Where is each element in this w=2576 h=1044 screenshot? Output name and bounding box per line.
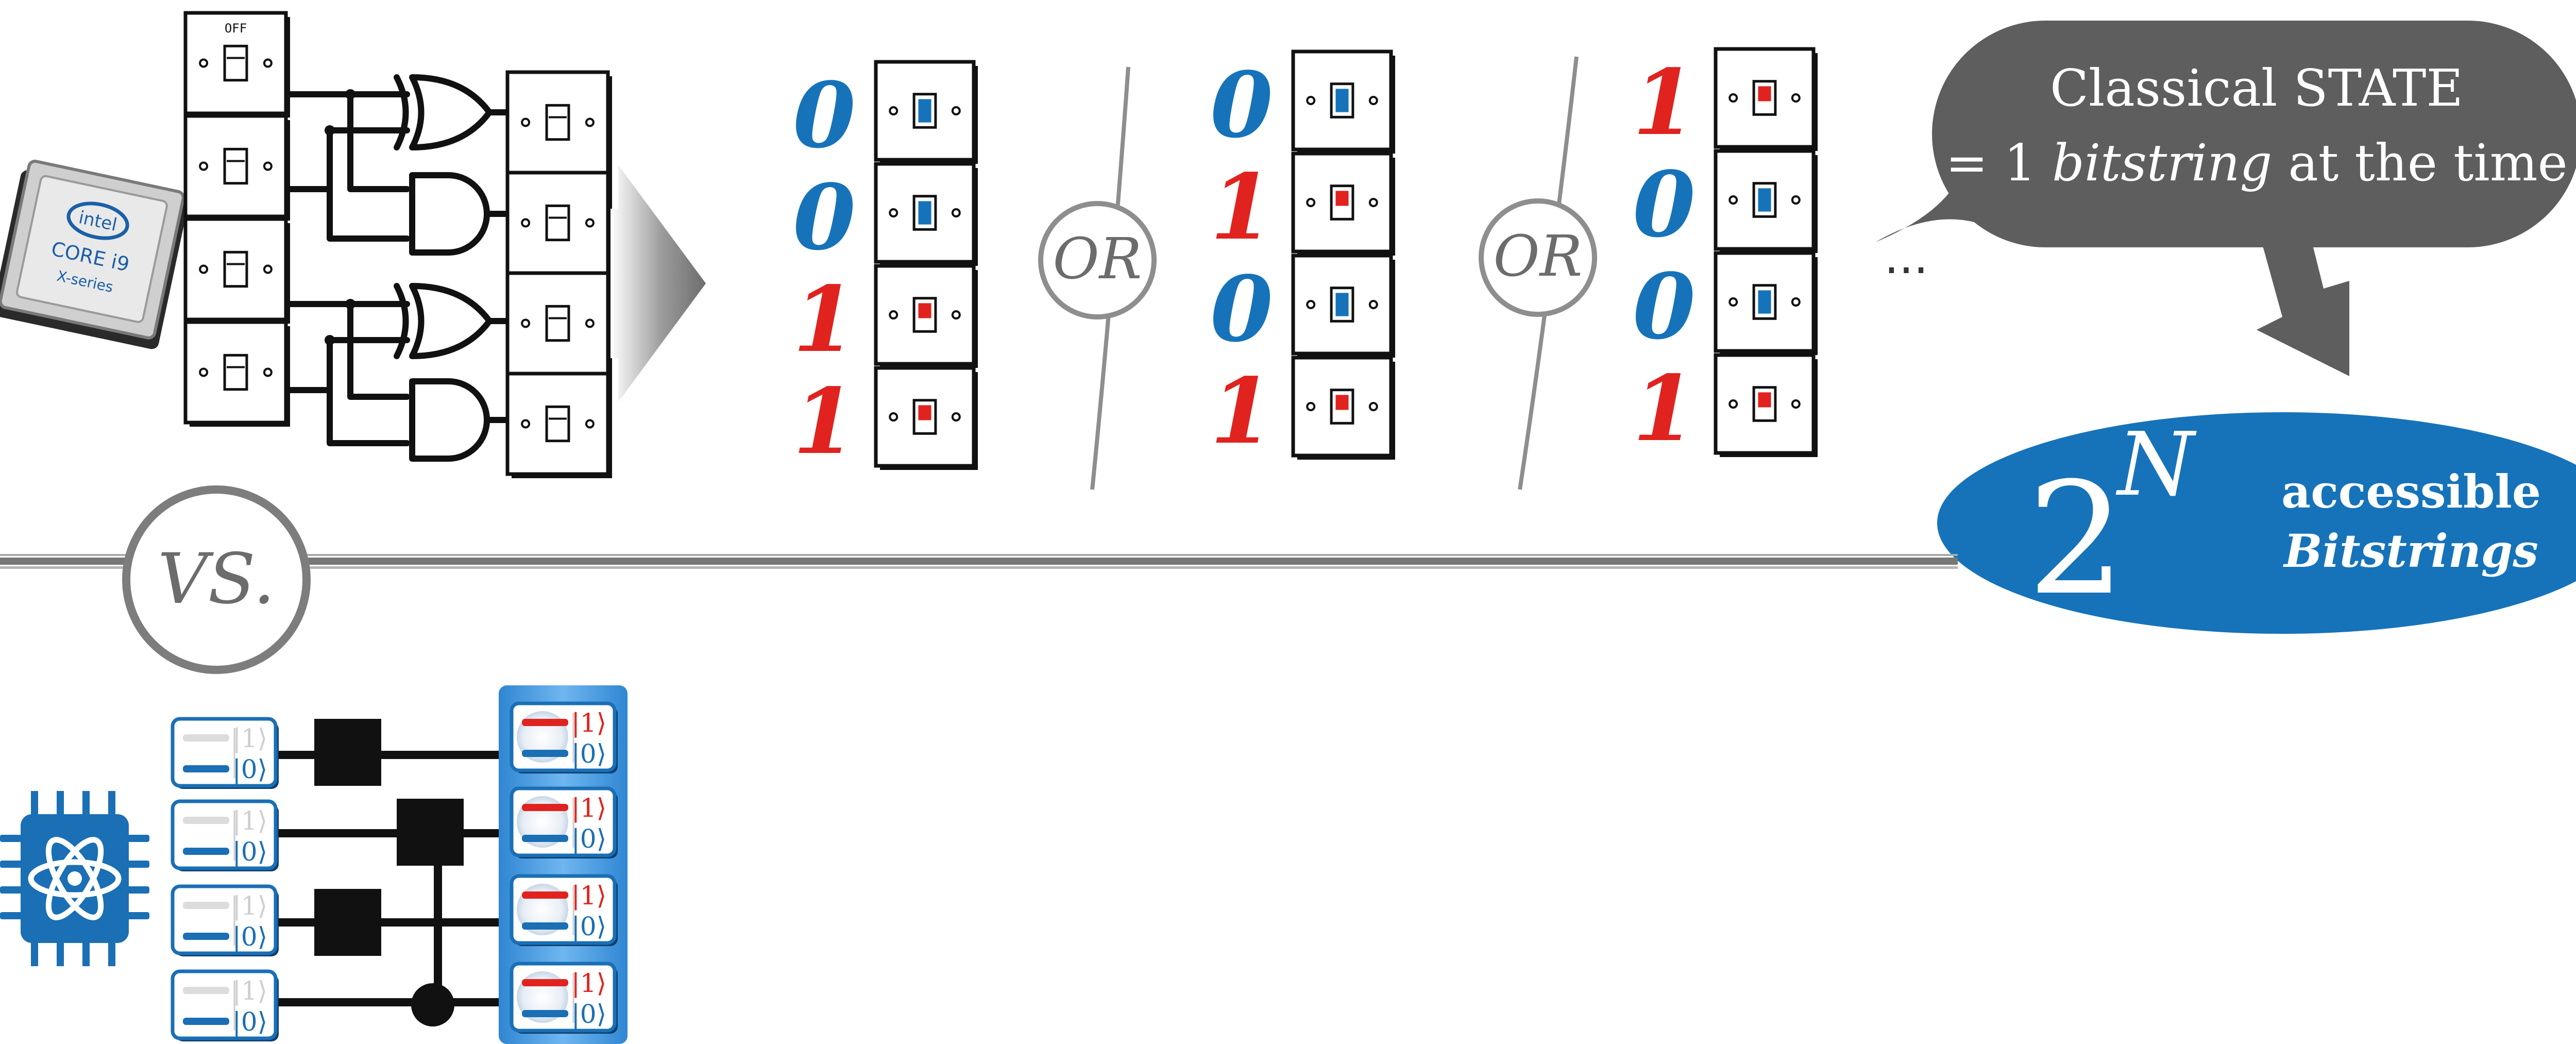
light-switch-icon bbox=[1293, 358, 1395, 460]
versus-badge: VS. bbox=[126, 490, 307, 670]
bit-value: 0 bbox=[793, 165, 856, 271]
bit-value: 0 bbox=[1633, 152, 1696, 258]
quantum-gate bbox=[314, 719, 381, 786]
ellipsis-text: ... bbox=[1884, 230, 1928, 284]
ket-zero-label: |0⟩ bbox=[232, 754, 267, 784]
qubit-tile-icon: |1⟩|0⟩ bbox=[173, 886, 279, 956]
ket-zero-label: |0⟩ bbox=[232, 837, 267, 867]
light-switch-icon bbox=[507, 173, 612, 277]
bubble-line-2: = 1 bitstring at the time bbox=[1945, 134, 2567, 193]
light-switch-icon bbox=[1716, 49, 1818, 151]
light-switch-icon bbox=[185, 322, 290, 427]
ket-zero-label: |0⟩ bbox=[571, 824, 606, 854]
bitstrings-label: Bitstrings bbox=[2282, 524, 2538, 578]
ket-one-label: |1⟩ bbox=[232, 723, 267, 753]
classical-state-bubble: Classical STATE = 1 bitstring at the tim… bbox=[1875, 21, 2576, 247]
and-gate-icon bbox=[412, 175, 487, 252]
light-switch-icon bbox=[876, 62, 978, 164]
or-label: OR bbox=[1493, 223, 1582, 289]
logic-circuit bbox=[289, 77, 507, 459]
bit-value: 0 bbox=[1633, 254, 1696, 360]
power-base: 2 bbox=[2027, 449, 2126, 629]
and-gate-icon bbox=[412, 381, 487, 459]
bit-value: 0 bbox=[1210, 257, 1273, 362]
ket-one-label: |1⟩ bbox=[232, 976, 267, 1006]
qubit-tile-icon: |1⟩|0⟩ bbox=[173, 971, 279, 1041]
bit-value: 1 bbox=[793, 369, 856, 475]
ket-zero-label: |0⟩ bbox=[571, 999, 606, 1029]
light-switch-icon bbox=[1293, 154, 1395, 256]
ket-one-label: |1⟩ bbox=[571, 793, 606, 823]
bit-value: 1 bbox=[793, 267, 856, 373]
ket-one-label: |1⟩ bbox=[232, 806, 267, 836]
ket-one-label: |1⟩ bbox=[232, 891, 267, 921]
qubit-tile-icon: |1⟩|0⟩ bbox=[173, 801, 279, 871]
cpu-chip-icon: intel CORE i9 X-series bbox=[0, 159, 191, 350]
light-switch-icon bbox=[1293, 52, 1395, 154]
bit-value: 1 bbox=[1210, 155, 1273, 260]
light-switch-icon bbox=[185, 116, 290, 221]
or-separator: OR bbox=[1041, 67, 1154, 490]
qubit-input-column: |1⟩|0⟩|1⟩|0⟩|1⟩|0⟩|1⟩|0⟩ bbox=[173, 719, 279, 1041]
ket-one-label: |1⟩ bbox=[571, 968, 606, 998]
ket-zero-label: |0⟩ bbox=[232, 922, 267, 952]
or-label: OR bbox=[1053, 226, 1142, 292]
ket-one-label: |1⟩ bbox=[571, 708, 606, 738]
qubit-tile-icon: |1⟩|0⟩ bbox=[512, 876, 618, 946]
qubit-tile-icon: |1⟩|0⟩ bbox=[512, 964, 618, 1034]
ket-zero-label: |0⟩ bbox=[571, 912, 606, 941]
ket-zero-label: |0⟩ bbox=[232, 1007, 267, 1037]
switch-off-label: OFF bbox=[225, 21, 247, 36]
right-arrow-icon bbox=[611, 165, 706, 402]
light-switch-icon bbox=[185, 219, 290, 324]
light-switch-icon bbox=[876, 368, 978, 470]
ket-one-label: |1⟩ bbox=[571, 881, 606, 911]
or-separator: OR bbox=[1481, 57, 1595, 490]
ket-zero-label: |0⟩ bbox=[571, 739, 606, 769]
xor-gate-icon bbox=[397, 77, 489, 147]
bit-value: 1 bbox=[1210, 359, 1273, 464]
qubit-tile-icon: |1⟩|0⟩ bbox=[512, 788, 618, 858]
power-exponent: N bbox=[2115, 414, 2197, 516]
quantum-gate bbox=[314, 889, 381, 956]
light-switch-icon bbox=[507, 374, 612, 478]
light-switch-icon bbox=[1716, 151, 1818, 253]
qubit-tile-icon: |1⟩|0⟩ bbox=[512, 703, 618, 773]
quantum-gate bbox=[397, 799, 464, 866]
bit-value: 0 bbox=[1210, 53, 1273, 158]
accessible-label: accessible bbox=[2281, 465, 2541, 518]
light-switch-icon bbox=[876, 164, 978, 266]
light-switch-icon: OFF bbox=[185, 13, 290, 117]
qubit-tile-icon: |1⟩|0⟩ bbox=[173, 719, 279, 789]
light-switch-icon bbox=[1716, 253, 1818, 355]
bit-value: 1 bbox=[1633, 50, 1696, 156]
control-dot bbox=[411, 983, 454, 1026]
vs-label: VS. bbox=[158, 538, 275, 619]
bit-value: 1 bbox=[1633, 356, 1696, 462]
quantum-circuit bbox=[273, 719, 510, 1026]
accessible-bitstrings-ellipse: 2 N accessible Bitstrings bbox=[1937, 412, 2576, 634]
light-switch-icon bbox=[1293, 256, 1395, 358]
input-switch-column: OFF bbox=[185, 13, 290, 427]
bit-value: 0 bbox=[793, 63, 856, 169]
xor-gate-icon bbox=[397, 286, 489, 356]
light-switch-icon bbox=[507, 273, 612, 378]
light-switch-icon bbox=[507, 72, 612, 177]
down-arrow-icon bbox=[2257, 227, 2349, 376]
quantum-chip-icon bbox=[0, 791, 149, 966]
output-switch-column bbox=[507, 72, 612, 478]
bubble-line-1: Classical STATE bbox=[2050, 59, 2463, 118]
light-switch-icon bbox=[1716, 355, 1818, 457]
light-switch-icon bbox=[876, 266, 978, 368]
